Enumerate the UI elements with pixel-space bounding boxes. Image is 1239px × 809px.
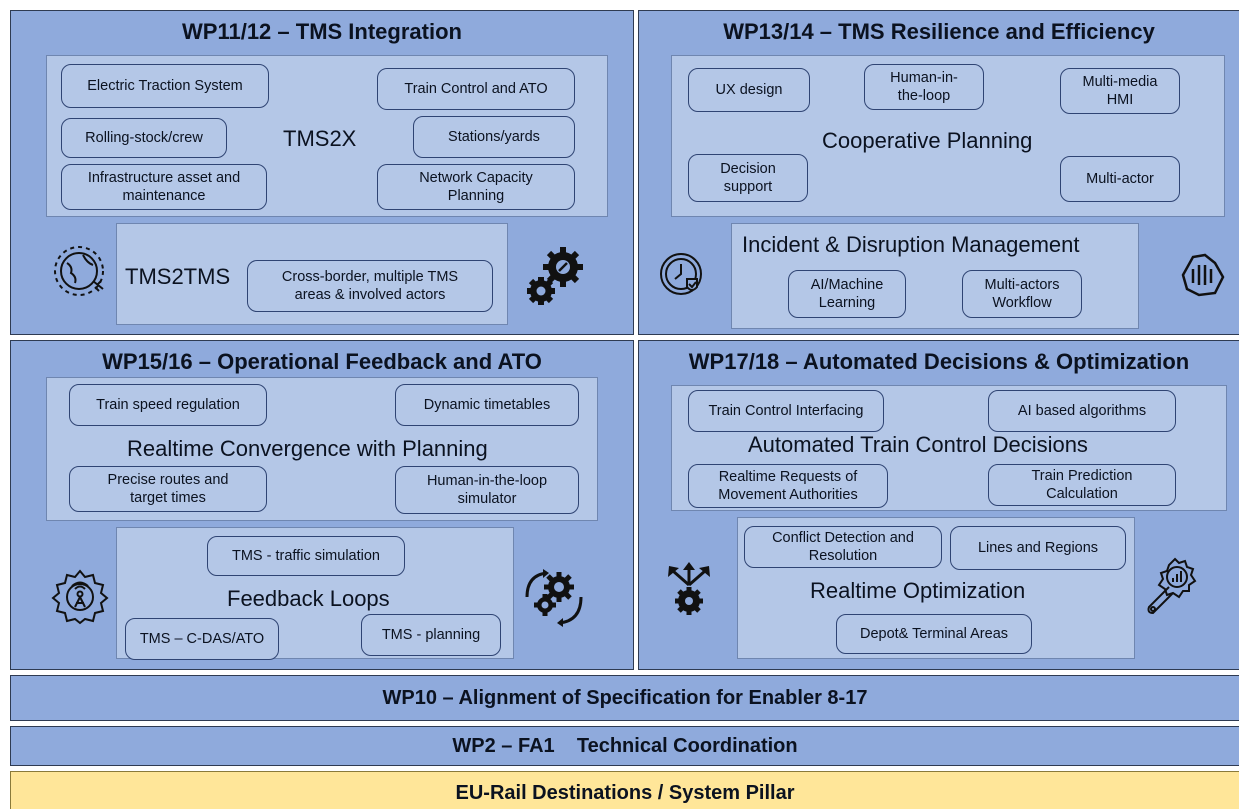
- feedback-loops-label: Feedback Loops: [227, 586, 390, 611]
- wp17-panel: WP17/18 – Automated Decisions & Optimiza…: [638, 340, 1239, 670]
- cooperative-planning-label: Cooperative Planning: [822, 128, 1033, 153]
- chip-conflict-detection: Conflict Detection and Resolution: [744, 526, 942, 568]
- hands-together-icon: [1175, 247, 1229, 301]
- chip-network-capacity: Network Capacity Planning: [377, 164, 575, 210]
- chip-train-control-interfacing: Train Control Interfacing: [688, 390, 884, 432]
- chip-precise-routes: Precise routes and target times: [69, 466, 267, 512]
- cooperative-planning-group: UX design Human-in- the-loop Multi-media…: [671, 55, 1225, 217]
- chip-train-control-ato: Train Control and ATO: [377, 68, 575, 110]
- wp13-title: WP13/14 – TMS Resilience and Efficiency: [723, 19, 1155, 44]
- tms2tms-group: TMS2TMS Cross-border, multiple TMS areas…: [116, 223, 508, 325]
- incident-management-group: Incident & Disruption Management AI/Mach…: [731, 223, 1139, 329]
- wp10-bar: WP10 – Alignment of Specification for En…: [10, 675, 1239, 721]
- wp13-panel: WP13/14 – TMS Resilience and Efficiency …: [638, 10, 1239, 335]
- wrench-chart-icon: [1141, 555, 1199, 617]
- chip-ai-algorithms: AI based algorithms: [988, 390, 1176, 432]
- realtime-optimization-label: Realtime Optimization: [810, 578, 1026, 603]
- chip-ai-machine-learning: AI/Machine Learning: [788, 270, 906, 318]
- chip-cdas-ato: TMS – C-DAS/ATO: [125, 618, 279, 660]
- chip-tms-planning: TMS - planning: [361, 614, 501, 656]
- chip-multi-actors-workflow: Multi-actors Workflow: [962, 270, 1082, 318]
- chip-depot-terminal: Depot& Terminal Areas: [836, 614, 1032, 654]
- chip-realtime-requests: Realtime Requests of Movement Authoritie…: [688, 464, 888, 508]
- chip-infrastructure: Infrastructure asset and maintenance: [61, 164, 267, 210]
- tms2tms-label: TMS2TMS: [125, 264, 231, 289]
- incident-management-label: Incident & Disruption Management: [742, 232, 1080, 257]
- chip-train-speed-regulation: Train speed regulation: [69, 384, 267, 426]
- realtime-convergence-group: Train speed regulation Dynamic timetable…: [46, 377, 598, 521]
- wp15-panel: WP15/16 – Operational Feedback and ATO T…: [10, 340, 634, 670]
- gears-icon: [521, 243, 587, 309]
- chip-lines-regions: Lines and Regions: [950, 526, 1126, 570]
- chip-human-in-the-loop: Human-in- the-loop: [864, 64, 984, 110]
- chip-dynamic-timetables: Dynamic timetables: [395, 384, 579, 426]
- wp17-title: WP17/18 – Automated Decisions & Optimiza…: [688, 349, 1190, 374]
- realtime-convergence-label: Realtime Convergence with Planning: [127, 436, 488, 461]
- chip-rolling-stock: Rolling-stock/crew: [61, 118, 227, 158]
- chip-multimedia-hmi: Multi-media HMI: [1060, 68, 1180, 114]
- feedback-loops-group: TMS - traffic simulation Feedback Loops …: [116, 527, 514, 660]
- gear-arrows-icon: [663, 561, 715, 621]
- chip-electric-traction: Electric Traction System: [61, 64, 269, 108]
- automated-decisions-label: Automated Train Control Decisions: [748, 432, 1088, 457]
- gears-cycle-icon: [521, 567, 587, 627]
- automated-decisions-group: Train Control Interfacing AI based algor…: [671, 385, 1227, 511]
- clock-shield-icon: [657, 249, 707, 299]
- chip-ux-design: UX design: [688, 68, 810, 112]
- wp15-title: WP15/16 – Operational Feedback and ATO: [102, 349, 542, 374]
- chip-stations-yards: Stations/yards: [413, 116, 575, 158]
- chip-human-loop-simulator: Human-in-the-loop simulator: [395, 466, 579, 514]
- globe-plane-icon: [53, 243, 109, 299]
- tms2x-group: Electric Traction System Train Control a…: [46, 55, 608, 217]
- wp11-title: WP11/12 – TMS Integration: [182, 19, 462, 44]
- eu-rail-bar: EU-Rail Destinations / System Pillar: [10, 771, 1239, 809]
- chip-multi-actor: Multi-actor: [1060, 156, 1180, 202]
- wp2-bar: WP2 – FA1 Technical Coordination: [10, 726, 1239, 766]
- gear-signal-icon: [51, 567, 109, 625]
- chip-traffic-simulation: TMS - traffic simulation: [207, 536, 405, 576]
- chip-cross-border: Cross-border, multiple TMS areas & invol…: [247, 260, 493, 312]
- wp11-panel: WP11/12 – TMS Integration Electric Tract…: [10, 10, 634, 335]
- chip-decision-support: Decision support: [688, 154, 808, 202]
- realtime-optimization-group: Conflict Detection and Resolution Lines …: [737, 517, 1135, 659]
- tms2x-label: TMS2X: [283, 126, 357, 151]
- chip-train-prediction: Train Prediction Calculation: [988, 464, 1176, 506]
